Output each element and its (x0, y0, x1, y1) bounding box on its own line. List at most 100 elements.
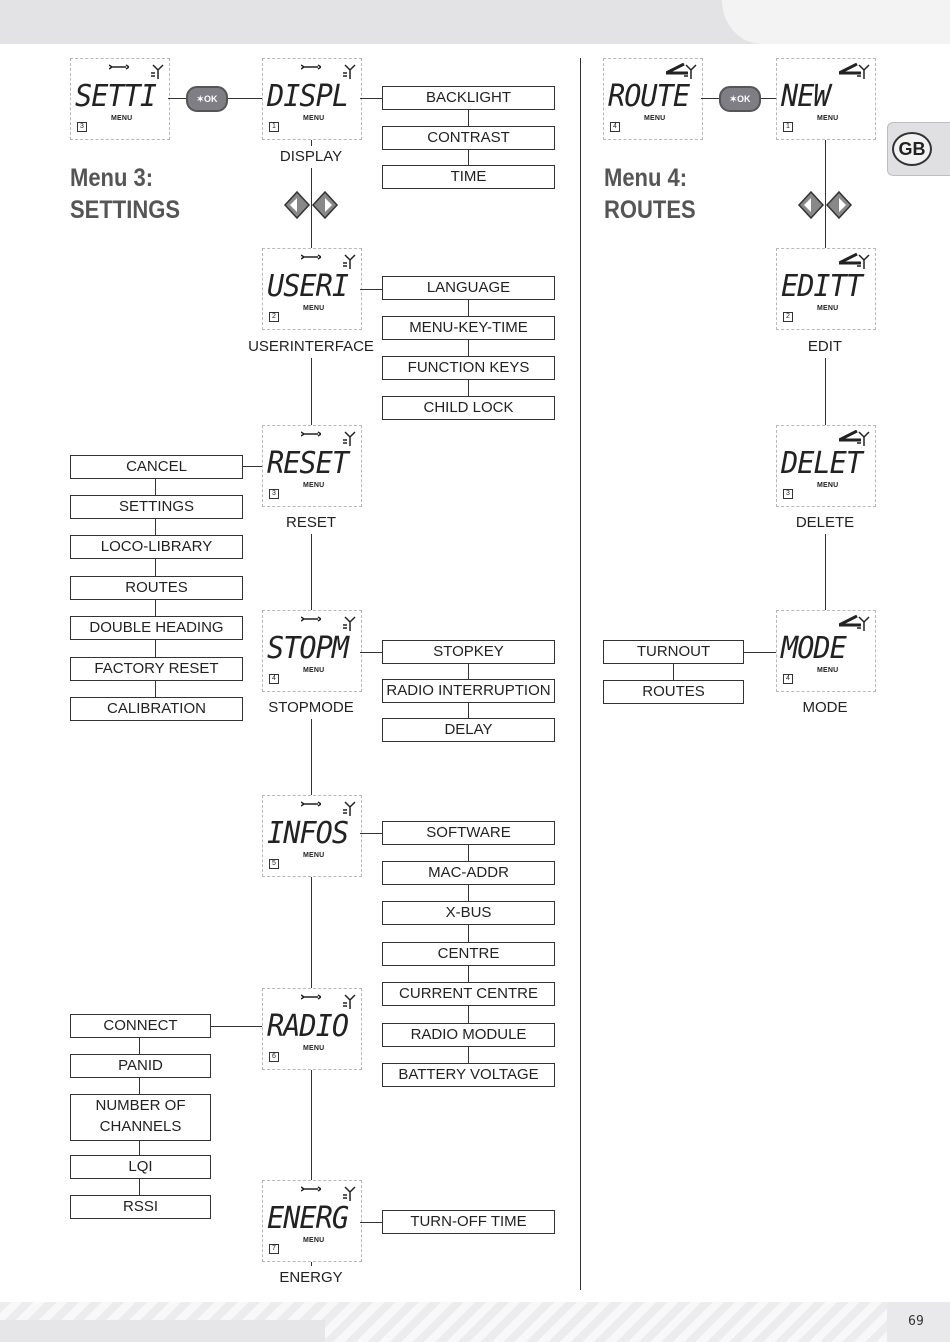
lcd-menu-label: MENU (303, 115, 325, 122)
item-label-display: DISPLAY (279, 148, 343, 165)
menu4-title-line1: Menu 4: (604, 164, 688, 192)
lcd-screen-new: NEW MENU 1 (776, 58, 876, 140)
wrench-icon (301, 1186, 321, 1192)
lcd-menu-number: 4 (783, 674, 793, 684)
signal-icon (343, 994, 356, 1009)
lcd-menu-number: 2 (269, 312, 279, 322)
lcd-menu-number: 2 (783, 312, 793, 322)
wrench-icon (301, 994, 321, 1000)
lcd-word: RADIO (267, 1009, 349, 1044)
menu3-title-line1: Menu 3: (70, 164, 154, 192)
signal-icon (343, 1186, 356, 1201)
option-function-keys: FUNCTION KEYS (382, 356, 555, 380)
connector (311, 1262, 312, 1266)
connector (360, 833, 382, 834)
lcd-word: INFOS (267, 816, 349, 851)
lcd-menu-number: 4 (610, 122, 620, 132)
connector (311, 140, 312, 146)
item-label-reset: RESET (285, 514, 336, 531)
lcd-word: DISPL (267, 79, 349, 114)
connector (311, 534, 312, 612)
option-backlight: BACKLIGHT (382, 86, 555, 110)
signal-icon (343, 616, 356, 631)
lcd-word: MODE (781, 631, 847, 666)
page-number-box: 69 (887, 1302, 950, 1342)
lcd-word: RESET (267, 446, 349, 481)
option-x-bus: X-BUS (382, 901, 555, 925)
option-mac-addr: MAC-ADDR (382, 861, 555, 885)
menu3-title-line2: SETTINGS (70, 196, 181, 224)
menu4-title-line2: ROUTES (604, 196, 696, 224)
lcd-word: USERI (267, 269, 349, 304)
connector (825, 534, 826, 612)
lcd-screen-stopmode: STOPM MENU 4 (262, 610, 362, 692)
lcd-word: SETTI (75, 79, 157, 114)
connector (761, 98, 776, 99)
option-child-lock: CHILD LOCK (382, 396, 555, 420)
lcd-menu-label: MENU (817, 305, 839, 312)
lcd-menu-number: 7 (269, 1244, 279, 1254)
option-time: TIME (382, 165, 555, 189)
lcd-menu-number: 1 (783, 122, 793, 132)
option-routes-mode: ROUTES (603, 680, 744, 704)
item-label-mode: MODE (802, 699, 848, 716)
signal-icon (343, 64, 356, 79)
option-battery-voltage: BATTERY VOLTAGE (382, 1063, 555, 1087)
ok-button[interactable]: ✶OK (719, 86, 761, 112)
lcd-screen-edit: EDITT MENU 2 (776, 248, 876, 330)
lcd-word: EDITT (781, 269, 863, 304)
item-label-userinterface: USERINTERFACE (248, 338, 374, 355)
item-label-energy: ENERGY (279, 1269, 343, 1286)
item-label-stopmode: STOPMODE (268, 699, 354, 716)
option-factory-reset: FACTORY RESET (70, 657, 243, 681)
connector (673, 664, 674, 682)
option-routes: ROUTES (70, 576, 243, 600)
option-loco-library: LOCO-LIBRARY (70, 535, 243, 559)
connector (360, 1222, 382, 1223)
lcd-screen-mode: MODE MENU 4 (776, 610, 876, 692)
option-delay: DELAY (382, 718, 555, 742)
lcd-menu-label: MENU (817, 115, 839, 122)
ok-button[interactable]: ✶OK (186, 86, 228, 112)
language-tab: GB (887, 122, 950, 176)
lcd-screen-infos: INFOS MENU 5 (262, 795, 362, 877)
wrench-icon (301, 254, 321, 260)
lcd-screen-display: DISPL MENU 1 (262, 58, 362, 140)
lcd-word: ENERG (267, 1201, 349, 1236)
connector (311, 719, 312, 797)
option-software: SOFTWARE (382, 821, 555, 845)
column-divider (580, 58, 581, 1290)
connector (241, 466, 262, 467)
language-tab-label: GB (892, 132, 932, 166)
option-language: LANGUAGE (382, 276, 555, 300)
lcd-word: STOPM (267, 631, 349, 666)
lcd-menu-number: 3 (77, 122, 87, 132)
signal-icon (857, 431, 870, 446)
option-centre: CENTRE (382, 942, 555, 966)
lcd-menu-number: 3 (783, 489, 793, 499)
navigation-arrows-icon (797, 190, 853, 220)
connector (311, 877, 312, 989)
option-turnout: TURNOUT (603, 640, 744, 664)
lcd-screen-reset: RESET MENU 3 (262, 425, 362, 507)
lcd-menu-label: MENU (817, 667, 839, 674)
signal-icon (857, 64, 870, 79)
header-band-tab (722, 0, 950, 44)
option-double-heading: DOUBLE HEADING (70, 616, 243, 640)
lcd-screen-settings: SETTI MENU 3 (70, 58, 170, 140)
wrench-icon (301, 801, 321, 807)
lcd-screen-delete: DELET MENU 3 (776, 425, 876, 507)
footer-bar (0, 1320, 325, 1342)
lcd-word: NEW (781, 79, 831, 114)
menu4-title: Menu 4: ROUTES (604, 162, 696, 226)
lcd-screen-routes: ROUTE MENU 4 (603, 58, 703, 140)
lcd-menu-number: 5 (269, 859, 279, 869)
option-contrast: CONTRAST (382, 126, 555, 150)
option-connect: CONNECT (70, 1014, 211, 1038)
lcd-screen-userinterface: USERI MENU 2 (262, 248, 362, 330)
page-number: 69 (908, 1314, 924, 1329)
signal-icon (857, 254, 870, 269)
lcd-menu-number: 3 (269, 489, 279, 499)
signal-icon (343, 254, 356, 269)
option-menu-key-time: MENU-KEY-TIME (382, 316, 555, 340)
